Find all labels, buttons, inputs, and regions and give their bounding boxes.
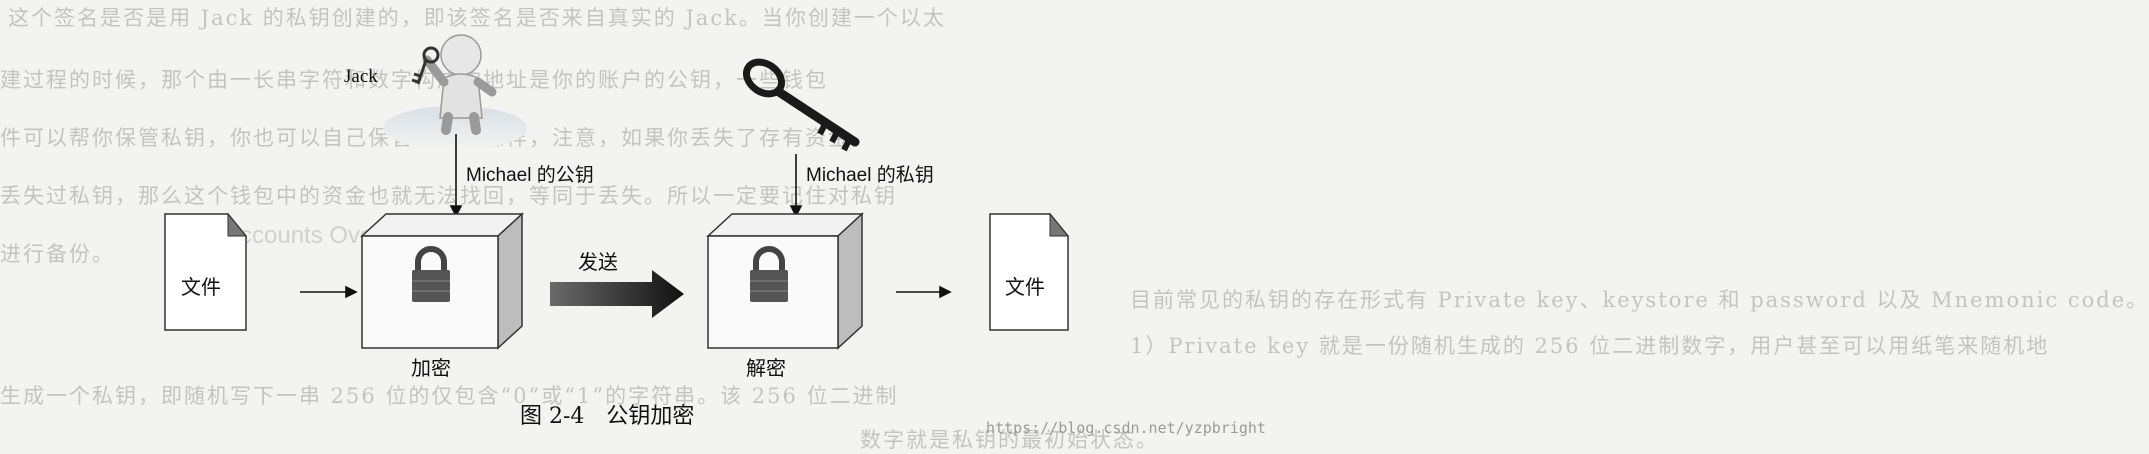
padlock-icon: [750, 246, 788, 302]
arrow-icon: [300, 285, 358, 299]
person-with-key-icon: [383, 34, 527, 150]
background-text-line: 数字就是私钥的最初始状态。: [860, 428, 1159, 452]
document-icon: [164, 212, 248, 331]
background-text-line: 生成一个私钥，即随机写下一串 256 位的仅包含“0”或“1”的字符串。该 25…: [0, 384, 899, 408]
encrypt-label: 加密: [411, 356, 451, 380]
watermark: https://blog.csdn.net/yzpbright: [986, 419, 1266, 437]
document-label: 文件: [181, 275, 221, 299]
public-key-label: Michael 的公钥: [466, 165, 594, 186]
send-arrow: [550, 270, 684, 318]
document-label: 文件: [1005, 275, 1045, 299]
decrypt-box: [706, 212, 864, 350]
key-input-arrows: [449, 134, 803, 218]
padlock-icon: [412, 246, 450, 302]
background-text-line: 1）Private key 就是一份随机生成的 256 位二进制数字，用户甚至可…: [1130, 334, 2050, 358]
background-text-line: 这个签名是否是用 Jack 的私钥创建的，即该签名是否来自真实的 Jack。当你…: [8, 6, 946, 30]
send-label: 发送: [578, 250, 618, 274]
background-text-line: 进行备份。: [0, 242, 115, 266]
background-text-line: 目前常见的私钥的存在形式有 Private key、keystore 和 pas…: [1130, 288, 2149, 312]
arrow-icon: [896, 285, 952, 299]
figure-caption: 图 2-4 公钥加密: [520, 404, 695, 429]
jack-label: Jack: [344, 66, 378, 87]
key-icon: [742, 58, 860, 152]
background-text-line: 丢失过私钥，那么这个钱包中的资金也就无法找回，等同于丢失。所以一定要记住对私钥: [0, 184, 897, 208]
decrypt-label: 解密: [746, 356, 786, 380]
document-icon: [989, 212, 1070, 331]
public-key-encryption-diagram: [164, 34, 1070, 350]
private-key-label: Michael 的私钥: [806, 165, 934, 186]
